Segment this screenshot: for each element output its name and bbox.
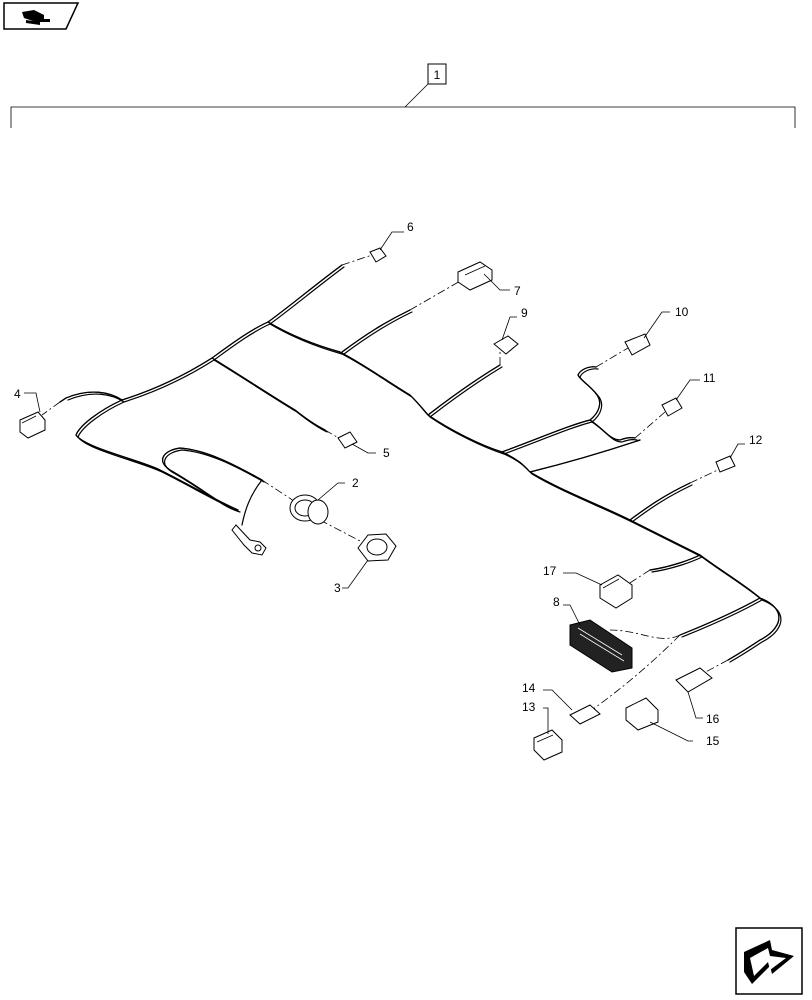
connector-4	[19, 411, 46, 439]
connector-12	[715, 455, 736, 473]
callout-12: 12	[749, 433, 763, 447]
connector-15	[625, 697, 659, 731]
next-page-icon[interactable]	[735, 927, 803, 995]
leader-lines	[24, 231, 745, 742]
callout-17: 17	[543, 564, 557, 578]
callout-4: 4	[14, 387, 21, 401]
connector-11	[661, 397, 683, 417]
callout-5: 5	[383, 446, 390, 460]
grommet-2	[289, 494, 329, 525]
nut-3	[357, 533, 397, 562]
callout-6: 6	[407, 220, 414, 234]
callout-10: 10	[675, 305, 689, 319]
connector-16	[675, 667, 713, 693]
ecu-connector-8	[569, 619, 633, 673]
callout-15: 15	[706, 734, 720, 748]
callout-2: 2	[352, 476, 359, 490]
callout-11: 11	[703, 371, 716, 385]
connector-7	[457, 261, 493, 291]
connector-9	[493, 335, 519, 355]
callout-16: 16	[706, 712, 720, 726]
callout-8: 8	[553, 595, 560, 609]
assembly-label: 1	[434, 68, 441, 82]
connector-14	[569, 704, 601, 725]
callout-13: 13	[522, 700, 536, 714]
callout-labels: 2 3 4 5 6 7 8 9 10 11 12 13 14 15 16 17	[14, 220, 763, 748]
wire-harness	[58, 263, 782, 663]
connector-6	[369, 247, 387, 263]
previous-page-icon[interactable]	[3, 2, 80, 30]
callout-14: 14	[522, 681, 536, 695]
assembly-bracket: 1	[10, 63, 796, 128]
connector-10	[624, 333, 651, 356]
callout-7: 7	[514, 284, 521, 298]
callout-3: 3	[334, 581, 341, 595]
connector-13	[533, 729, 563, 761]
connector-17	[599, 574, 633, 609]
callout-9: 9	[521, 306, 528, 320]
ring-terminal	[231, 524, 267, 556]
